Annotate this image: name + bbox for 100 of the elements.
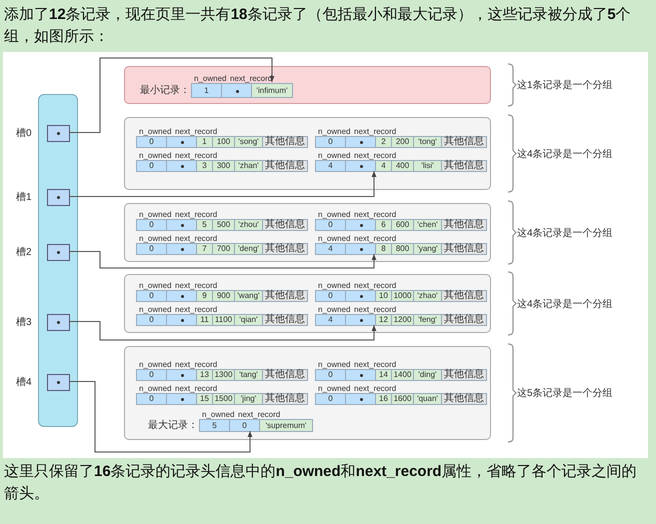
record-field: 0 [137, 291, 167, 301]
record-field: 其他信息 [442, 394, 486, 404]
field-header: n_owned [139, 210, 172, 219]
field-header: next_record [230, 74, 272, 83]
record-field: 300 [213, 161, 235, 171]
group-note: 这5条记录是一个分组 [517, 386, 613, 400]
field-header: n_owned [139, 384, 172, 393]
group-box [124, 66, 491, 104]
field-header: next_record [354, 234, 396, 243]
record-field: 500 [213, 220, 235, 230]
field-header: n_owned [318, 127, 350, 136]
record-field: 其他信息 [442, 137, 486, 147]
slot [47, 314, 70, 331]
record-field: 'infimum' [252, 84, 292, 97]
pointer-arrow [68, 58, 274, 133]
field-header: n_owned [318, 234, 350, 243]
field-header: n_owned [318, 281, 350, 290]
pointer-arrow [68, 321, 376, 340]
record-field: 11 [197, 315, 213, 325]
record-field: 1600 [392, 394, 414, 404]
record-field: 'chen' [414, 220, 442, 230]
field-header: next_record [354, 281, 396, 290]
field-header: n_owned [318, 210, 350, 219]
record-field: 700 [213, 244, 235, 254]
record-field: 1 [192, 84, 222, 97]
record-field: 10 [376, 291, 392, 301]
record-field: 13 [197, 370, 213, 380]
record-field: 'supremum' [260, 420, 312, 431]
record-field: 9 [197, 291, 213, 301]
record-field: 其他信息 [263, 244, 307, 254]
record-field: 0 [137, 244, 167, 254]
field-header: next_record [175, 210, 218, 219]
record-field: 0 [316, 370, 346, 380]
field-header: next_record [175, 305, 218, 314]
record-field: 'lisi' [414, 161, 442, 171]
record-field: 其他信息 [263, 394, 307, 404]
record-field: 'feng' [414, 315, 442, 325]
record-field: 1300 [213, 370, 235, 380]
record-field: 8 [376, 244, 392, 254]
field-header: next_record [354, 360, 396, 369]
field-header: n_owned [139, 360, 172, 369]
field-header: n_owned [318, 384, 350, 393]
record-field: 0 [316, 394, 346, 404]
slot-label: 槽3 [16, 316, 32, 329]
record-field: 100 [213, 137, 235, 147]
record-field: 1500 [213, 394, 235, 404]
slot-label: 槽4 [16, 376, 32, 389]
record-field: 12 [376, 315, 392, 325]
record-field: 其他信息 [263, 220, 307, 230]
group-note: 这4条记录是一个分组 [517, 226, 613, 240]
group-note: 这1条记录是一个分组 [517, 78, 613, 92]
group-note: 这4条记录是一个分组 [517, 298, 613, 310]
record-field: 其他信息 [442, 244, 486, 254]
intro-text: 添加了12条记录，现在页里一共有18条记录了（包括最小和最大记录），这些记录被分成了5个组，如图所示： [4, 5, 632, 47]
slot-label: 槽1 [16, 190, 32, 204]
record-field: 其他信息 [442, 220, 486, 230]
caption-text: 这里只保留了16条记录的记录头信息中的n_owned和next_record属性，省略了各个记录之间的箭头。 [4, 462, 638, 504]
record-field: 其他信息 [263, 370, 307, 380]
record-field: 5 [200, 420, 230, 431]
record-field: 其他信息 [442, 161, 486, 171]
field-header: next_record [354, 210, 396, 219]
field-header: n_owned [139, 151, 172, 160]
record-field: 其他信息 [263, 291, 307, 301]
record-field: 4 [316, 161, 346, 171]
field-header: n_owned [139, 234, 172, 243]
record-field: 6 [376, 220, 392, 230]
field-header: next_record [175, 234, 218, 243]
record-field: 800 [392, 244, 414, 254]
record-field: 'song' [235, 137, 263, 147]
group-box [124, 117, 491, 190]
record-field: 其他信息 [263, 161, 307, 171]
record-field: 0 [137, 220, 167, 230]
record-label: 最小记录： [140, 84, 190, 96]
record-field: 0 [137, 394, 167, 404]
record-field: 4 [316, 315, 346, 325]
record-field: 0 [137, 315, 167, 325]
field-header: next_record [354, 151, 396, 160]
record-field: 16 [376, 394, 392, 404]
record-field: 其他信息 [263, 315, 307, 325]
record-field: 900 [213, 291, 235, 301]
record-field: 'zhou' [235, 220, 263, 230]
field-header: next_record [238, 410, 280, 419]
slot [47, 374, 70, 391]
slot [47, 125, 70, 142]
record-field: 0 [230, 420, 260, 431]
field-header: n_owned [202, 410, 234, 419]
record-field: 0 [137, 137, 167, 147]
record-label: 最大记录： [148, 418, 198, 432]
slot-label: 槽2 [16, 246, 32, 259]
record-field: 0 [137, 161, 167, 171]
record-field: 其他信息 [442, 370, 486, 380]
record-field: 0 [316, 291, 346, 301]
record-field: 'deng' [235, 244, 263, 254]
record-field: 5 [197, 220, 213, 230]
record-field: 其他信息 [263, 137, 307, 147]
record-field: 0 [316, 137, 346, 147]
pointer-arrow [68, 170, 376, 197]
record-field: 1 [197, 137, 213, 147]
record-field: 15 [197, 394, 213, 404]
record-field: 'qian' [235, 315, 263, 325]
